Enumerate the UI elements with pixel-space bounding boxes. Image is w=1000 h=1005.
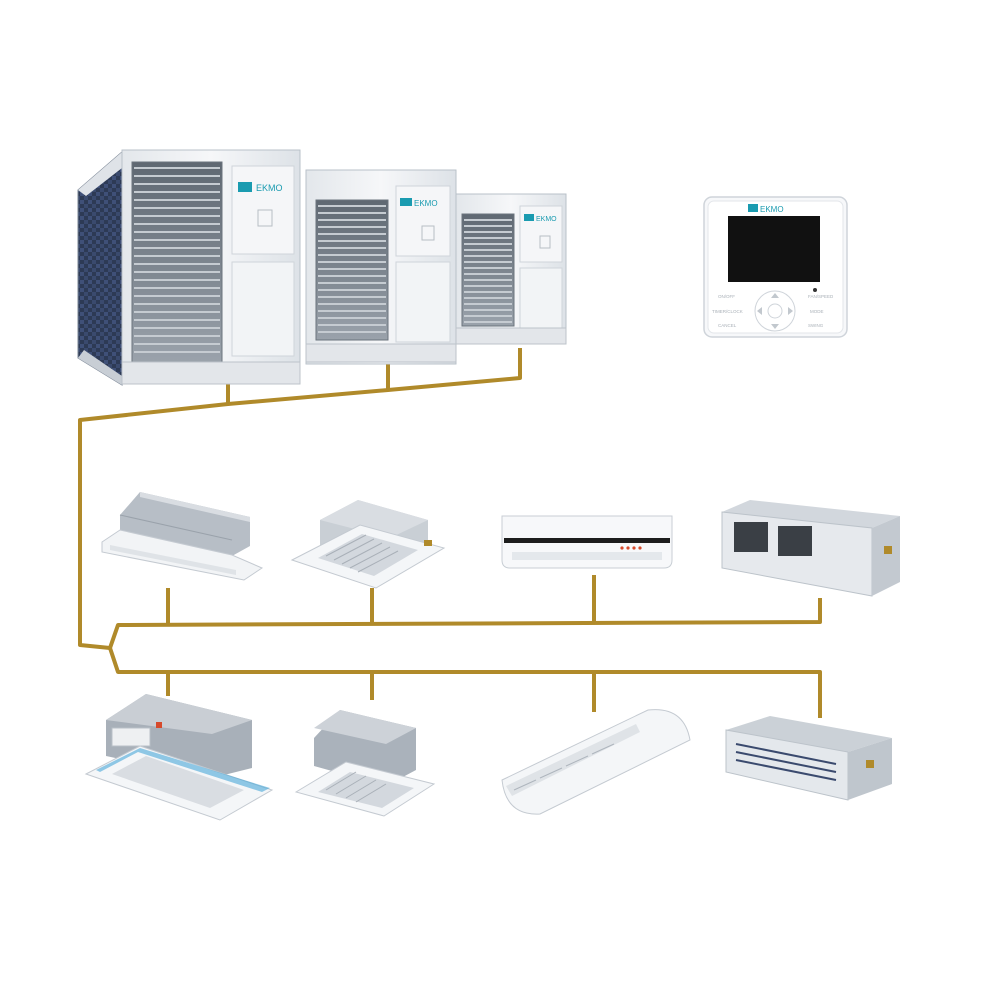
indoor-unit-ceiling-floor (501, 709, 691, 815)
outdoor-unit: EKMO EKMO EKMO (77, 149, 567, 386)
up-arrow-icon[interactable] (771, 293, 779, 298)
outdoor-module-2: EKMO (305, 169, 457, 365)
outdoor-module-1: EKMO (121, 149, 301, 385)
status-led-icon (620, 546, 624, 550)
indoor-unit-wall-split (501, 515, 673, 569)
controller-logo: EKMO (760, 205, 784, 214)
right-arrow-icon[interactable] (788, 307, 793, 315)
logo-icon (524, 214, 534, 221)
indoor-unit-ceiling-cassette-compact (84, 694, 274, 821)
indoor-unit-ceiling-cassette-mini (294, 710, 436, 817)
wired-controller: EKMO ON/OFF FAN/SPEED TIMER/CLOCK MODE C… (703, 196, 848, 338)
controller-button-label[interactable]: TIMER/CLOCK (712, 309, 743, 314)
module-logo: EKMO (256, 183, 283, 193)
controller-button-label[interactable]: ON/OFF (718, 294, 735, 299)
logo-icon (238, 182, 252, 192)
controller-button-label[interactable]: FAN/SPEED (808, 294, 834, 299)
controller-logo-icon (748, 204, 758, 212)
indoor-unit-ceiling-cassette-four-way (290, 500, 446, 589)
controller-ok-button[interactable] (767, 303, 783, 319)
down-arrow-icon[interactable] (771, 324, 779, 329)
main-header-pipe (78, 383, 230, 650)
indoor-unit-ceiling-cassette-one-way (101, 492, 264, 581)
refrigerant-pipe-network (78, 348, 822, 718)
controller-dpad[interactable] (754, 290, 796, 332)
indoor-unit-slim-duct (725, 716, 892, 801)
left-arrow-icon[interactable] (757, 307, 762, 315)
controller-button-label[interactable]: CANCEL (718, 323, 737, 328)
outdoor-header-pipe (227, 348, 522, 406)
controller-button-label[interactable]: SWING (808, 323, 824, 328)
controller-button-label[interactable]: MODE (810, 309, 824, 314)
branch-loop-row-2 (108, 647, 822, 718)
controller-screen (728, 216, 820, 282)
branch-loop-row-1 (108, 575, 822, 649)
module-logo: EKMO (536, 216, 557, 223)
indoor-unit-high-static-duct (721, 500, 900, 597)
module-logo: EKMO (414, 199, 438, 208)
outdoor-module-3: EKMO (455, 193, 567, 345)
grille-louvers (134, 167, 220, 353)
logo-icon (400, 198, 412, 206)
